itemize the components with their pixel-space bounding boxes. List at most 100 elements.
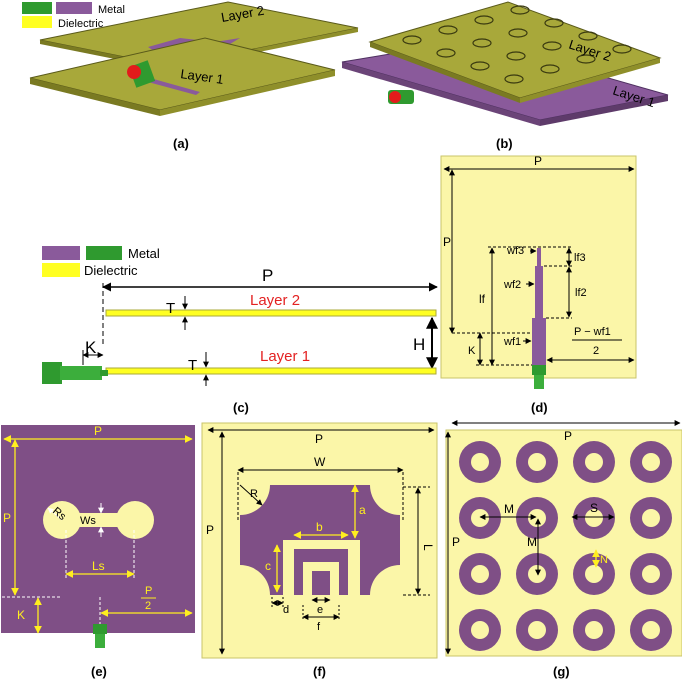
f-e: e — [317, 604, 323, 616]
panel-g-caption: (g) — [553, 664, 570, 679]
e-P-left: P — [3, 511, 11, 525]
e-frac-den: 2 — [145, 600, 151, 612]
c-layer2-label: Layer 2 — [250, 292, 300, 309]
f-u-slot — [283, 540, 360, 595]
parasitic-ring-hole — [528, 453, 546, 471]
legend-c-swatch-purple — [42, 246, 80, 260]
c-K-label: K — [85, 338, 97, 357]
parasitic-ring-hole — [642, 453, 660, 471]
c-H-label: H — [413, 335, 425, 354]
legend-metal-label: Metal — [98, 4, 125, 16]
c-layer1-label: Layer 1 — [260, 348, 310, 365]
parasitic-ring-hole — [585, 565, 603, 583]
panel-e-caption: (e) — [91, 664, 107, 679]
d-wf2: wf2 — [503, 279, 521, 291]
parasitic-hole-3d — [540, 64, 560, 74]
f-R: R — [250, 488, 258, 500]
panel-c-caption: (c) — [233, 400, 249, 415]
f-b: b — [316, 520, 323, 534]
f-f: f — [317, 621, 321, 633]
legend-c-swatch-yellow — [42, 263, 80, 277]
legend-swatch-yellow — [22, 16, 52, 28]
d-frac-den: 2 — [593, 345, 599, 357]
panel-e: P P Rs Ws Ls K P 2 (e) — [1, 424, 195, 679]
c-T-bottom: T — [188, 357, 197, 374]
g-N: N — [600, 554, 608, 566]
panel-f: P P W R a b c d e f L (f) — [201, 422, 438, 679]
parasitic-ring-hole — [528, 621, 546, 639]
legend-c-metal: Metal — [128, 246, 160, 261]
parasitic-hole-3d — [506, 51, 526, 61]
panel-b-caption: (b) — [496, 136, 513, 151]
parasitic-ring-hole — [528, 565, 546, 583]
f-inner-slot — [303, 562, 339, 605]
parasitic-ring-hole — [471, 453, 489, 471]
parasitic-ring-hole — [471, 565, 489, 583]
g-M-v: M — [527, 535, 537, 549]
panel-d: P P wf3 wf2 wf1 lf K lf3 lf2 P − wf1 2 — [440, 154, 637, 415]
parasitic-ring-hole — [642, 565, 660, 583]
parasitic-hole-3d — [578, 31, 598, 41]
connector-pin — [127, 65, 141, 79]
sma-connector-side — [42, 362, 62, 384]
panel-d-caption: (d) — [531, 400, 548, 415]
parasitic-hole-3d — [612, 44, 632, 54]
slot-bar — [62, 513, 135, 527]
f-P-left: P — [206, 523, 214, 537]
f-P-top: P — [315, 432, 323, 446]
layer2-side — [105, 309, 437, 317]
d-wf1: wf1 — [503, 336, 521, 348]
d-frac-num: P − wf1 — [574, 326, 611, 338]
legend-dielectric-label: Dielectric — [58, 18, 104, 30]
e-connector — [93, 624, 107, 634]
parasitic-hole-3d — [504, 74, 524, 84]
d-P-left: P — [443, 235, 451, 249]
f-a: a — [359, 503, 366, 517]
g-P-left: P — [452, 535, 460, 549]
parasitic-hole-3d — [508, 28, 528, 38]
g-P-top: P — [564, 429, 572, 443]
parasitic-hole-3d — [544, 18, 564, 28]
feed-wf2 — [535, 266, 543, 318]
panel-a: Layer 2 Layer 1 (a) — [29, 1, 359, 151]
parasitic-hole-3d — [470, 61, 490, 71]
connector-pin-b — [389, 91, 401, 103]
parasitic-ring-hole — [471, 509, 489, 527]
d-K: K — [468, 345, 476, 357]
feed-wf3 — [537, 248, 541, 266]
parasitic-hole-3d — [402, 35, 422, 45]
parasitic-holes-3d — [402, 5, 632, 84]
d-P-top: P — [534, 154, 542, 168]
g-M-h: M — [504, 502, 514, 516]
parasitic-ring-hole — [585, 453, 603, 471]
parasitic-hole-3d — [542, 41, 562, 51]
legend-top: Metal Dielectric — [22, 2, 125, 30]
f-d: d — [283, 604, 289, 616]
legend-c-swatch-green — [86, 246, 122, 260]
legend-swatch-green — [22, 2, 52, 14]
parasitic-hole-3d — [474, 15, 494, 25]
panel-c: Metal Dielectric P Layer 2 T H Layer 1 T… — [42, 246, 438, 415]
f-W: W — [314, 455, 326, 469]
g-S: S — [590, 501, 598, 515]
panel-a-layer1-label: Layer 1 — [180, 66, 225, 87]
panel-a-layer2-label: Layer 2 — [220, 3, 265, 25]
parasitic-ring-hole — [642, 621, 660, 639]
e-P-top: P — [94, 424, 102, 438]
feed-wf1 — [532, 318, 546, 365]
layer1-side — [105, 367, 437, 375]
feedline-layer1 — [148, 78, 200, 95]
d-lf3: lf3 — [574, 252, 586, 264]
f-L: L — [421, 544, 435, 551]
c-T-top: T — [166, 300, 175, 317]
legend-swatch-purple — [56, 2, 92, 14]
legend-c-dielectric: Dielectric — [84, 263, 138, 278]
c-P-label: P — [262, 266, 273, 285]
panel-f-caption: (f) — [313, 664, 326, 679]
e-K: K — [17, 608, 25, 622]
parasitic-hole-3d — [510, 5, 530, 15]
parasitic-ring-hole — [642, 509, 660, 527]
panel-a-caption: (a) — [173, 136, 189, 151]
parasitic-hole-3d — [472, 38, 492, 48]
e-Ls: Ls — [92, 559, 105, 573]
